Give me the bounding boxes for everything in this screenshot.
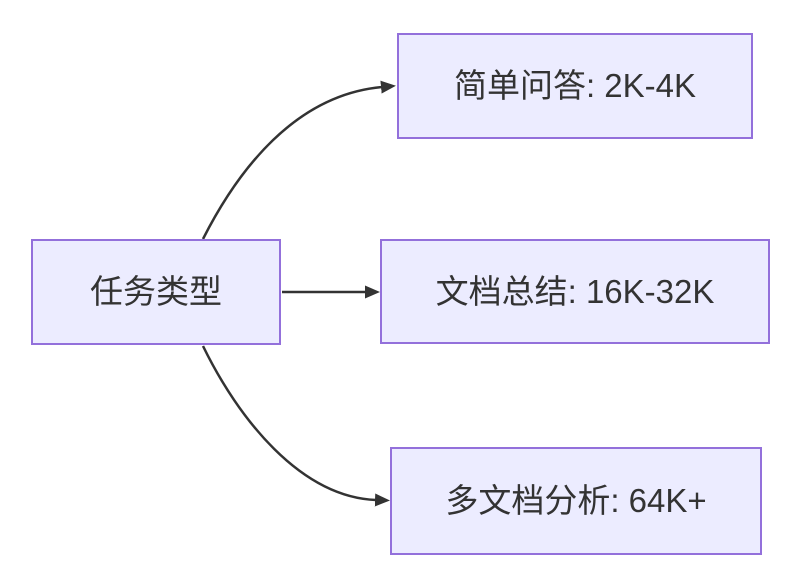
node-multi-doc-analysis-label: 多文档分析: 64K+ <box>445 482 707 520</box>
edge-root-to-multi-doc-analysis <box>201 345 390 507</box>
node-task-type: 任务类型 <box>31 239 281 345</box>
node-simple-qa-label: 简单问答: 2K-4K <box>453 67 697 105</box>
edge-root-to-simple-qa <box>201 80 396 240</box>
node-task-type-label: 任务类型 <box>90 273 222 311</box>
node-doc-summary: 文档总结: 16K-32K <box>380 239 770 344</box>
node-multi-doc-analysis: 多文档分析: 64K+ <box>390 447 762 555</box>
node-simple-qa: 简单问答: 2K-4K <box>397 33 753 139</box>
node-doc-summary-label: 文档总结: 16K-32K <box>435 272 715 310</box>
